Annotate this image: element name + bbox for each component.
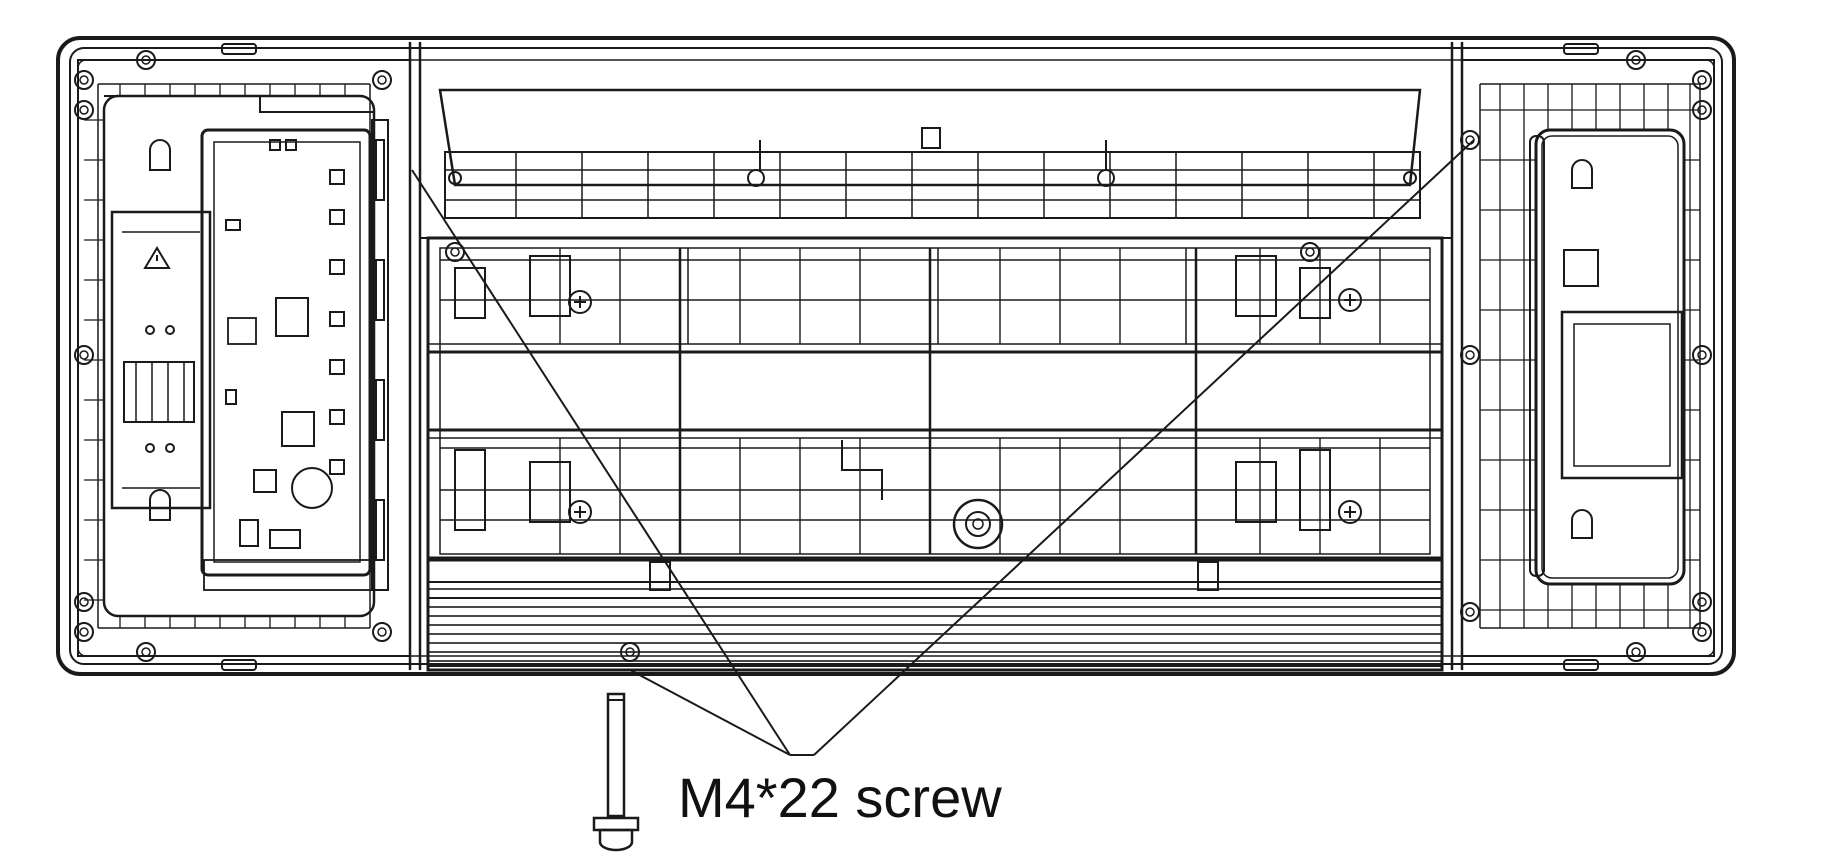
m4-screw-icon [592, 692, 640, 852]
center-chassis [426, 236, 1444, 560]
screw-callout-label: M4*22 screw [678, 766, 1002, 829]
left-side-panel [77, 59, 411, 657]
right-side-panel [1461, 59, 1715, 657]
unit-housing [56, 36, 1736, 676]
bottom-louver [426, 558, 1444, 672]
top-casing [419, 47, 1453, 239]
screw-callout-leaders [411, 139, 1475, 756]
